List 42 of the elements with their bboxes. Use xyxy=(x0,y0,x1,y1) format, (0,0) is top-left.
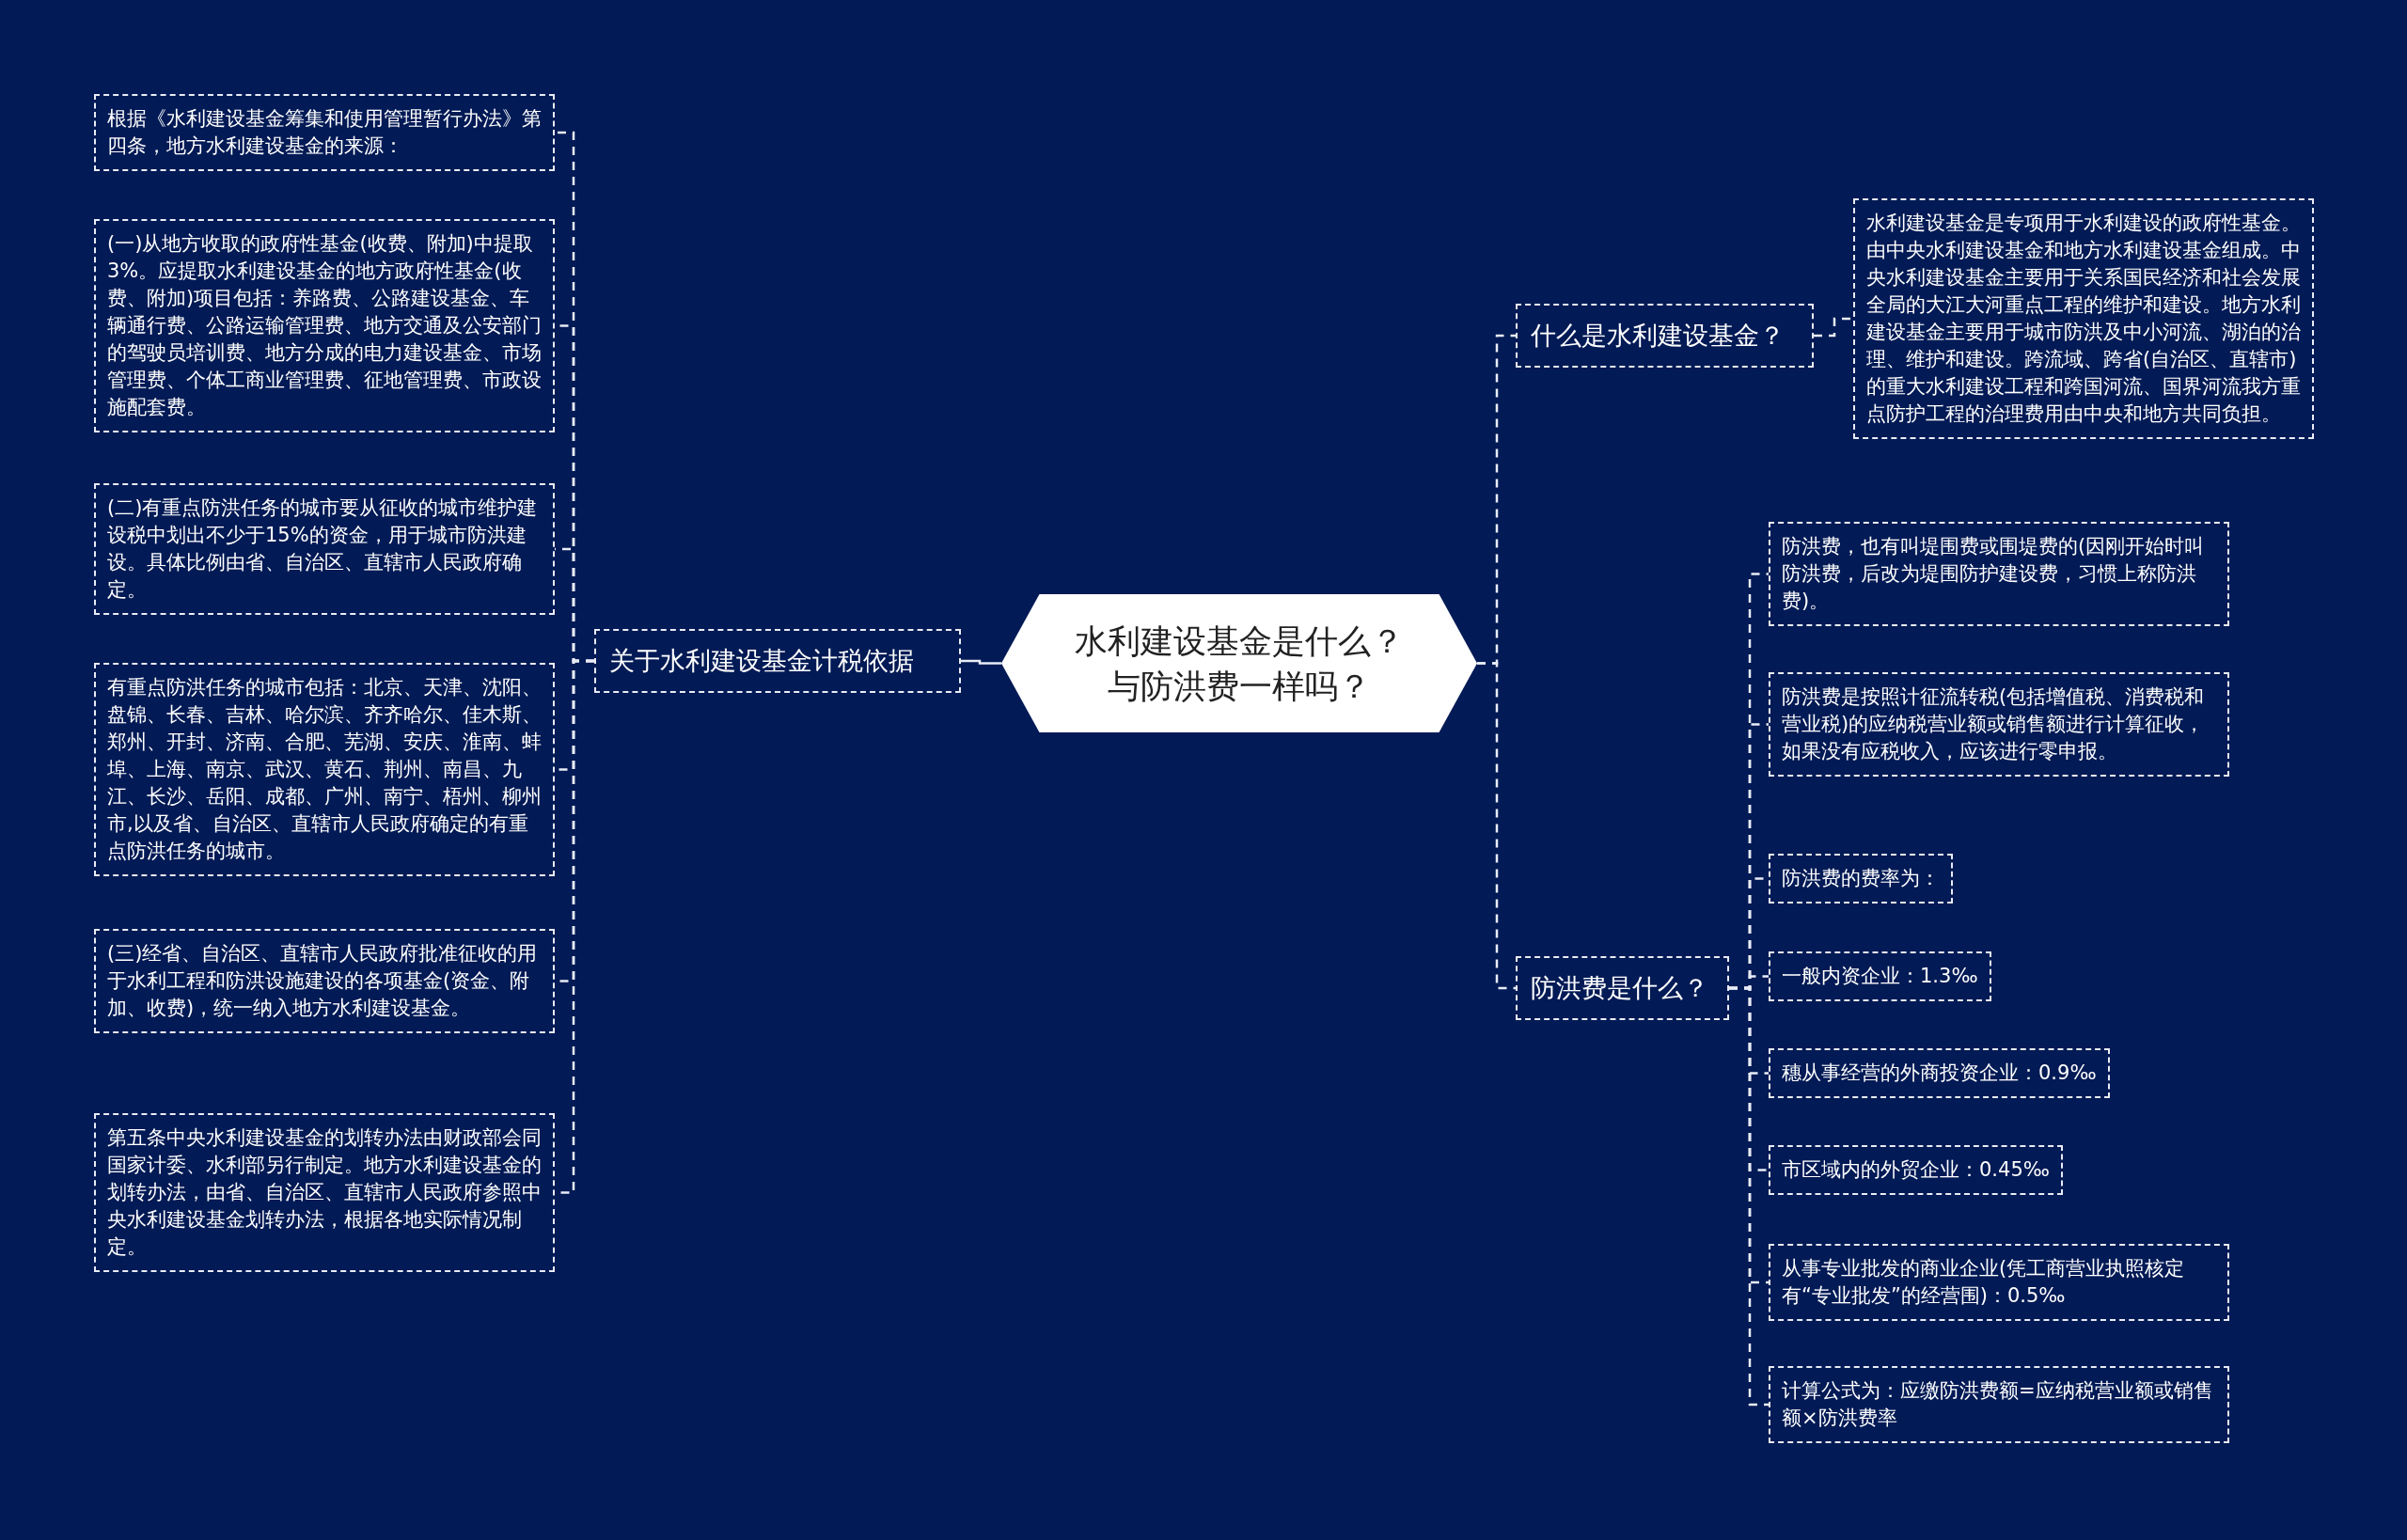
note-text: 防洪费是按照计征流转税(包括增值税、消费税和营业税)的应纳税营业额或销售额进行计算征收，如果没有应税收入，应该进行零申报。 xyxy=(1782,684,2206,764)
note-box xyxy=(1853,198,2314,439)
connector-line xyxy=(1814,317,1853,338)
note-box xyxy=(1769,672,2229,777)
note-box xyxy=(94,663,555,876)
topic-box xyxy=(594,629,961,693)
note-text: 穗从事经营的外商投资企业：0.9‰ xyxy=(1782,1061,2097,1086)
note-text: 计算公式为：应缴防洪费额=应纳税营业额或销售额×防洪费率 xyxy=(1782,1378,2214,1431)
connector-line xyxy=(961,659,1001,665)
connector-line xyxy=(1477,662,1516,990)
topic-box xyxy=(1516,956,1729,1020)
note-box xyxy=(94,94,555,171)
note-box xyxy=(1769,1145,2063,1195)
note-box xyxy=(94,929,555,1033)
note-box xyxy=(1769,951,1991,1001)
topic-text: 关于水利建设基金计税依据 xyxy=(609,645,915,677)
note-box xyxy=(1769,522,2229,626)
note-text: 一般内资企业：1.3‰ xyxy=(1782,964,1978,989)
note-box xyxy=(1769,1048,2110,1098)
topic-box xyxy=(1516,304,1814,368)
note-text: 根据《水利建设基金筹集和使用管理暂行办法》第四条，地方水利建设基金的来源： xyxy=(107,106,542,159)
note-text: 水利建设基金是专项用于水利建设的政府性基金。由中央水利建设基金和地方水利建设基金组成。中央水利建设基金主要用于关系国民经济和社会发展全局的大江大河重点工程的维护和建设。地方水利建设基金主要用于城市防洪及中小河流、湖泊的治理、维护和建设。跨流域、跨省(自治区、直辖市)的重大水利建设工程和跨国河流、国界河流我方重点防护工程的治理费用由中央和地方共同负担。 xyxy=(1866,211,2301,427)
note-text: (三)经省、自治区、直辖市人民政府批准征收的用于水利工程和防洪设施建设的各项基金(资金、附加、收费)，统一纳入地方水利建设基金。 xyxy=(107,941,539,1021)
note-text: 有重点防洪任务的城市包括：北京、天津、沈阳、盘锦、长春、吉林、哈尔滨、齐齐哈尔、佳木斯、郑州、开封、济南、合肥、芜湖、安庆、淮南、蚌埠、上海、南京、武汉、黄石、荆州、南昌、九江、长沙、岳阳、成都、广州、南宁、梧州、柳州市,以及省、自治区、直辖市人民政府确定的有重点防洪任务的城市。 xyxy=(107,675,542,864)
note-box xyxy=(1769,854,1953,904)
note-box xyxy=(1769,1366,2229,1443)
note-text: 防洪费，也有叫堤围费或围堤费的(因刚开始时叫防洪费，后改为堤围防护建设费，习惯上称防洪费)。 xyxy=(1782,534,2206,614)
note-box xyxy=(94,1113,555,1272)
topic-text: 什么是水利建设基金？ xyxy=(1531,320,1786,352)
note-box xyxy=(1769,1244,2229,1321)
note-text: 第五条中央水利建设基金的划转办法由财政部会同国家计委、水利部另行制定。地方水利建设基金的划转办法，由省、自治区、直辖市人民政府参照中央水利建设基金划转办法，根据各地实际情况制定。 xyxy=(107,1125,542,1260)
note-text: 防洪费的费率为： xyxy=(1782,866,1940,891)
note-text: 市区域内的外贸企业：0.45‰ xyxy=(1782,1157,2050,1183)
note-text: 从事专业批发的商业企业(凭工商营业执照核定有“专业批发”的经营围)：0.5‰ xyxy=(1782,1256,2186,1309)
note-box xyxy=(94,483,555,615)
topic-text: 防洪费是什么？ xyxy=(1531,972,1709,1004)
note-text: (二)有重点防洪任务的城市要从征收的城市维护建设税中划出不少于15%的资金，用于城市防洪建设。具体比例由省、自治区、直辖市人民政府确定。 xyxy=(107,495,539,603)
note-box xyxy=(94,219,555,432)
topic-text: 水利建设基金是什么？与防洪费一样吗？ xyxy=(1074,621,1405,707)
note-text: (一)从地方收取的政府性基金(收费、附加)中提取3%。应提取水利建设基金的地方政府性基金(收费、附加)项目包括：养路费、公路建设基金、车辆通行费、公路运输管理费、地方交通及公安部门的驾驶员培训费、地方分成的电力建设基金、市场管理费、个体工商业管理费、征地管理费、市政设施配套费。 xyxy=(107,231,542,420)
central-topic xyxy=(1001,594,1477,732)
connector-line xyxy=(1729,986,1769,1406)
